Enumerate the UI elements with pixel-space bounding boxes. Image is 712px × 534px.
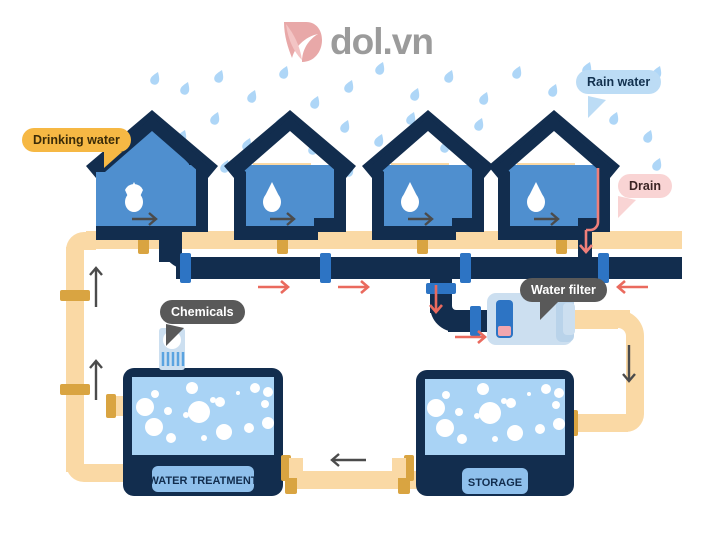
waste-pipe-collar — [320, 253, 331, 283]
waste-pipe-collar — [470, 306, 481, 336]
house-4 — [488, 110, 620, 240]
treatment-label-plate — [152, 466, 254, 492]
arrow-house-1-out — [132, 212, 158, 226]
arrow-filter-down — [429, 285, 443, 314]
dol-leaf-logo-icon — [284, 22, 322, 62]
water-treatment-tank: WATER TREATMENT — [123, 368, 303, 496]
arrow-storage-feed-down — [622, 345, 636, 383]
flow-arrows — [89, 168, 648, 467]
storage-tank: STORAGE — [392, 370, 574, 496]
arrow-waste-right-3 — [455, 330, 487, 344]
storage-tank-label: STORAGE — [468, 477, 522, 489]
arrow-storage-to-treatment — [330, 453, 366, 467]
waste-water-pipe-network — [159, 230, 682, 336]
waste-pipe-collar — [460, 253, 471, 283]
dispenser-grate-icon — [161, 352, 185, 366]
waste-pipe-collar — [598, 253, 609, 283]
drinking-water-tail — [104, 148, 122, 168]
arrow-waste-right-1 — [258, 280, 290, 294]
label-tails — [104, 96, 636, 346]
pipe-collar — [60, 384, 90, 395]
chemicals-tail — [166, 324, 184, 346]
arrow-house-3-out — [408, 212, 434, 226]
house-3 — [362, 110, 494, 240]
house-1 — [86, 110, 218, 240]
treatment-tank-label: WATER TREATMENT — [149, 475, 258, 487]
rain-water-tail — [588, 96, 606, 118]
arrow-drain-down — [579, 168, 600, 254]
house-2 — [224, 110, 356, 240]
label-chemicals: Chemicals — [160, 300, 245, 325]
filter-gauge-level — [498, 326, 511, 336]
arrow-clean-up-upper — [89, 266, 103, 307]
waste-pipe-collar — [180, 253, 191, 283]
brand-name: dol.vn — [330, 21, 434, 62]
arrow-house-2-out — [270, 212, 296, 226]
label-rain-water: Rain water — [576, 70, 662, 95]
arrow-house-4-out — [534, 212, 560, 226]
storage-label-plate — [462, 468, 528, 494]
label-water-filter: Water filter — [520, 278, 607, 303]
arrow-clean-up-lower — [89, 359, 103, 400]
arrow-waste-left — [616, 280, 648, 294]
drain-tail — [618, 196, 636, 218]
label-drinking-water: Drinking water — [22, 128, 131, 153]
water-filter-tail — [540, 298, 558, 320]
pipe-collar — [60, 290, 90, 301]
waste-pipe-collar — [426, 283, 456, 294]
treatment-bubbles — [136, 382, 274, 443]
pipe-collar — [106, 394, 116, 418]
storage-bubbles — [427, 383, 565, 444]
brand-logo: dol.vn — [280, 18, 434, 66]
label-drain: Drain — [618, 174, 672, 199]
arrow-waste-right-2 — [338, 280, 370, 294]
